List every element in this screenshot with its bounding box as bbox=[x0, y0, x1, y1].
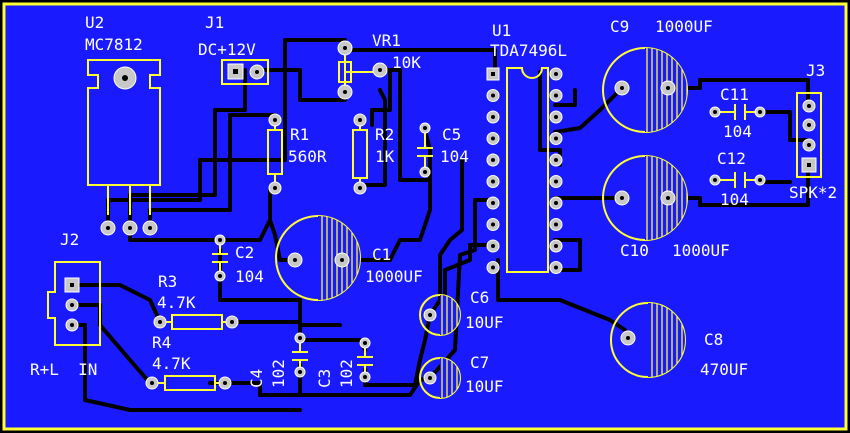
c3-value: 102 bbox=[337, 359, 356, 388]
j1-value: DC+12V bbox=[198, 40, 256, 59]
j1-connector[interactable] bbox=[221, 59, 269, 85]
c6-value: 10UF bbox=[465, 313, 504, 332]
c8-ref: C8 bbox=[704, 330, 723, 349]
u2-ref: U2 bbox=[85, 13, 104, 32]
c10-ref: C10 bbox=[620, 241, 649, 260]
r3-ref: R3 bbox=[158, 272, 177, 291]
c4-ref: C4 bbox=[247, 369, 266, 388]
c10-capacitor[interactable] bbox=[602, 155, 688, 241]
c2-ref: C2 bbox=[235, 243, 254, 262]
vr1-potentiometer[interactable] bbox=[337, 40, 388, 100]
c4-value: 102 bbox=[269, 359, 288, 388]
r2-ref: R2 bbox=[375, 125, 394, 144]
c8-capacitor[interactable] bbox=[610, 302, 686, 378]
c4-capacitor[interactable] bbox=[292, 332, 308, 378]
r3-value: 4.7K bbox=[157, 293, 196, 312]
r4-ref: R4 bbox=[152, 333, 171, 352]
spk-label: SPK*2 bbox=[789, 183, 837, 202]
input-label: R+L IN bbox=[30, 360, 97, 379]
c7-value: 10UF bbox=[465, 377, 504, 396]
c2-capacitor[interactable] bbox=[212, 234, 228, 282]
j3-speaker-connector[interactable] bbox=[796, 92, 822, 178]
c1-ref: C1 bbox=[372, 245, 391, 264]
vr1-ref: VR1 bbox=[372, 31, 401, 50]
u2-regulator[interactable] bbox=[87, 59, 161, 236]
c5-ref: C5 bbox=[442, 125, 461, 144]
u1-value: TDA7496L bbox=[490, 41, 567, 60]
r2-value: 1K bbox=[375, 147, 395, 166]
c11-value: 104 bbox=[723, 122, 752, 141]
r3-resistor[interactable] bbox=[153, 314, 239, 330]
c12-capacitor[interactable] bbox=[709, 172, 766, 188]
j3-ref: J3 bbox=[806, 61, 825, 80]
c1-capacitor[interactable] bbox=[275, 215, 361, 301]
c12-ref: C12 bbox=[717, 149, 746, 168]
c5-value: 104 bbox=[440, 147, 469, 166]
c10-value: 1000UF bbox=[672, 241, 730, 260]
copper-traces bbox=[70, 38, 810, 412]
u1-ref: U1 bbox=[492, 21, 511, 40]
vr1-value: 10K bbox=[392, 53, 421, 72]
r1-resistor[interactable] bbox=[267, 113, 283, 195]
c3-capacitor[interactable] bbox=[357, 337, 373, 383]
c9-ref: C9 bbox=[610, 17, 629, 36]
c7-ref: C7 bbox=[470, 353, 489, 372]
c9-capacitor[interactable] bbox=[602, 47, 688, 133]
r1-ref: R1 bbox=[290, 125, 309, 144]
c1-value: 1000UF bbox=[365, 267, 423, 286]
c7-capacitor[interactable] bbox=[419, 357, 461, 399]
c11-ref: C11 bbox=[720, 85, 749, 104]
c3-ref: C3 bbox=[315, 369, 334, 388]
j2-input-connector[interactable] bbox=[47, 261, 101, 346]
r4-value: 4.7K bbox=[152, 354, 191, 373]
r1-value: 560R bbox=[288, 147, 327, 166]
c9-value: 1000UF bbox=[655, 17, 713, 36]
j1-ref: J1 bbox=[205, 13, 224, 32]
r2-resistor[interactable] bbox=[352, 113, 368, 195]
u1-ic[interactable] bbox=[486, 67, 563, 274]
c2-value: 104 bbox=[235, 267, 264, 286]
c6-capacitor[interactable] bbox=[419, 294, 461, 336]
c12-value: 104 bbox=[720, 190, 749, 209]
c5-capacitor[interactable] bbox=[417, 122, 433, 178]
u2-value: MC7812 bbox=[85, 35, 143, 54]
c6-ref: C6 bbox=[470, 288, 489, 307]
c11-capacitor[interactable] bbox=[709, 104, 766, 120]
j2-ref: J2 bbox=[60, 230, 79, 249]
c8-value: 470UF bbox=[700, 360, 748, 379]
r4-resistor[interactable] bbox=[145, 375, 232, 391]
